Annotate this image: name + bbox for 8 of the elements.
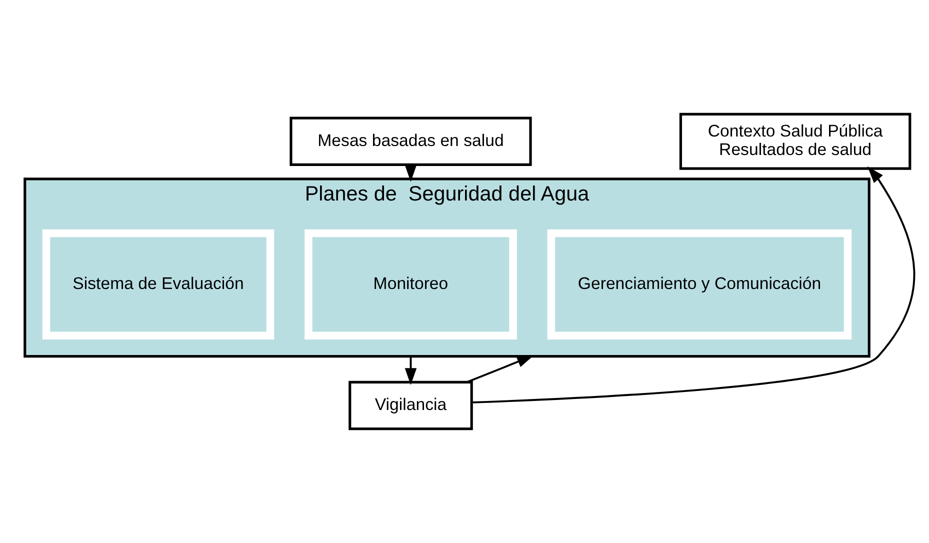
arrow xyxy=(472,166,916,404)
node-box: Sistema de Evaluación xyxy=(42,229,274,340)
arrow xyxy=(466,355,534,383)
node-box: Vigilancia xyxy=(348,380,473,430)
arrow xyxy=(404,356,417,386)
node-box: Contexto Salud Pública Resultados de salud xyxy=(679,112,912,170)
node-box: Gerenciamiento y Comunicación xyxy=(547,229,852,340)
node-box: Monitoreo xyxy=(304,229,517,340)
